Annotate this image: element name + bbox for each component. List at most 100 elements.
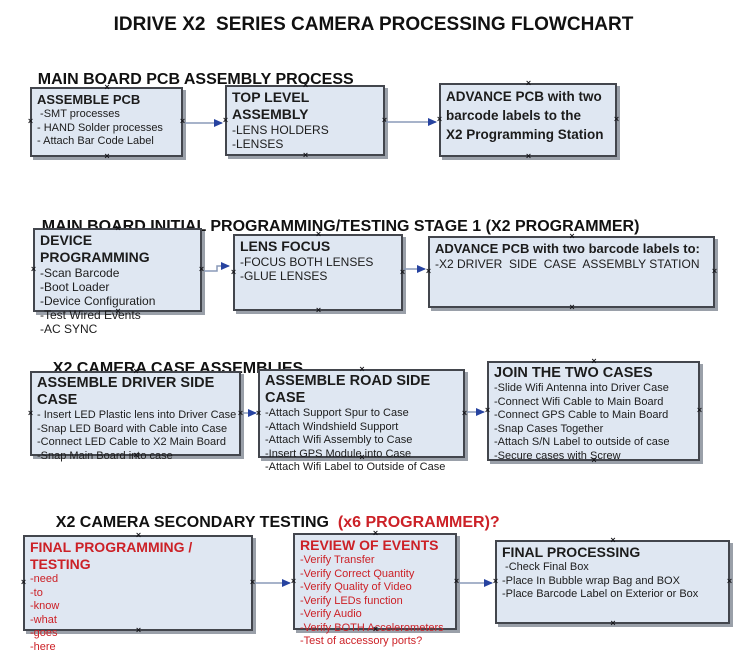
box-final-programming-testing[interactable]: × × × × FINAL PROGRAMMING / TESTING -nee… [21,531,255,653]
connection-point-icon: × [30,264,37,274]
connection-point-icon: × [696,405,703,415]
box-title: FINAL PROGRAMMING / TESTING [30,539,193,572]
box-line: -Check Final Box [502,561,589,573]
box-line: -Secure cases with Screw [494,449,621,462]
box-line: -Boot Loader [40,280,110,294]
connection-point-icon: × [179,116,186,126]
box-advance-pcb-programming-station[interactable]: × × × × ADVANCE PCB with two barcode lab… [437,79,619,161]
section-heading-red-text: (x6 PROGRAMMER)? [337,514,500,531]
connection-point-icon: × [569,302,575,312]
box-line: -Verify LEDs function [300,594,403,607]
box-line: -Insert GPS Module into Case [265,447,412,460]
connection-point-icon: × [610,618,616,628]
connection-point-icon: × [290,575,297,586]
box-title: ASSEMBLE DRIVER SIDE CASE [37,375,215,408]
connection-point-icon: × [302,150,309,160]
connection-point-icon: × [27,116,34,126]
connection-point-icon: × [525,151,532,161]
box-title: DEVICE PROGRAMMING [40,232,150,265]
box-line: -Attach Support Spur to Case [265,407,409,419]
box-line: -X2 DRIVER SIDE CASE ASSEMBLY STATION [435,257,700,271]
box-line: -LENS HOLDERS [232,123,329,137]
box-line: -to [30,586,43,599]
box-title: TOP LEVEL ASSEMBLY [232,89,310,122]
box-line: -Attach Windshield Support [265,420,399,433]
connection-point-icon: × [230,266,237,277]
box-line: -Connect GPS Cable to Main Board [494,409,669,421]
box-assemble-driver-side-case[interactable]: × × × × ASSEMBLE DRIVER SIDE CASE - Inse… [28,367,243,462]
connection-point-icon: × [711,266,718,276]
connection-point-icon: × [249,577,256,587]
box-line: -know [30,600,60,612]
box-line: - HAND Solder processes [37,121,163,134]
box-line: -Connect LED Cable to X2 Main Board [37,436,226,448]
section-heading-secondary-testing: X2 CAMERA SECONDARY TESTING (x6 PROGRAMM… [38,496,500,550]
box-assemble-road-side-case[interactable]: × × × × ASSEMBLE ROAD SIDE CASE -Attach … [256,365,467,474]
box-title: REVIEW OF EVENTS [300,537,439,553]
box-line: -GLUE LENSES [240,269,328,283]
box-line: -Scan Barcode [40,266,120,280]
section-heading-pcb-assembly: MAIN BOARD PCB ASSEMBLY PROCESS [20,53,354,107]
box-device-programming[interactable]: × × × × DEVICE PROGRAMMING -Scan Barcode… [31,224,204,337]
connection-point-icon: × [104,151,110,161]
box-join-the-two-cases[interactable]: × × × × JOIN THE TWO CASES -Slide Wifi A… [485,357,702,465]
section-heading-text: X2 CAMERA SECONDARY TESTING [55,514,338,531]
box-line: -Verify Correct Quantity [300,567,415,580]
connection-point-icon: × [425,266,432,276]
box-line: -Attach Wifi Assembly to Case [265,434,413,446]
box-title: ASSEMBLE PCB [37,92,141,107]
box-lens-focus[interactable]: × × × × LENS FOCUS -FOCUS BOTH LENSES -G… [231,230,405,315]
box-line: -here [30,640,56,653]
box-line: -Snap Main Board into case [37,449,173,462]
connection-point-icon: × [255,407,262,418]
box-line: -Verify Quality of Video [300,581,412,593]
connection-point-icon: × [453,575,460,586]
connection-point-icon: × [399,266,406,277]
box-line: -Place In Bubble wrap Bag and BOX [502,574,680,587]
connection-point-icon: × [492,576,499,586]
page-title: IDRIVE X2 SERIES CAMERA PROCESSING FLOWC… [113,14,634,35]
box-line: -need [30,573,59,585]
connection-point-icon: × [222,114,229,125]
connection-point-icon: × [726,576,733,586]
connection-point-icon: × [484,405,491,415]
box-line: -FOCUS BOTH LENSES [240,255,374,269]
box-title: ADVANCE PCB with two barcode labels to: [435,241,700,256]
box-line: -Test of accessory ports? [300,635,423,647]
box-title: ADVANCE PCB with two barcode labels to t… [446,89,604,142]
box-line: -Test Wired Events [40,308,141,322]
box-line: -Verify Transfer [300,554,375,566]
box-title: LENS FOCUS [240,238,331,254]
box-line: -LENSES [232,137,284,151]
box-assemble-pcb[interactable]: × × × × ASSEMBLE PCB -SMT processes - HA… [28,83,185,161]
section-heading-text: MAIN BOARD PCB ASSEMBLY PROCESS [37,71,354,88]
box-top-level-assembly[interactable]: × × × × TOP LEVEL ASSEMBLY -LENS HOLDERS… [223,81,387,160]
box-line: -goes [30,627,58,639]
connection-point-icon: × [237,407,244,418]
box-line: -AC SYNC [40,322,98,336]
box-line: -Device Configuration [40,294,156,308]
connector-arrow-3 [204,262,230,272]
connection-point-icon: × [27,407,34,418]
box-line: -Verify Audio [300,608,362,620]
connection-point-icon: × [461,407,468,418]
box-line: -Snap LED Board with Cable into Case [37,422,228,435]
box-line: -SMT processes [37,108,120,120]
box-title: ASSEMBLE ROAD SIDE CASE [265,373,431,406]
box-final-processing[interactable]: × × × × FINAL PROCESSING -Check Final Bo… [493,536,732,628]
box-advance-pcb-driver-side-station[interactable]: × × × × ADVANCE PCB with two barcode lab… [426,232,717,312]
box-line: -Attach Wifi Label to Outside of Case [265,461,446,473]
box-line: - Attach Bar Code Label [37,135,154,147]
connection-point-icon: × [198,264,205,274]
box-line: -what [30,613,57,626]
connection-point-icon: × [436,114,443,124]
box-line: -Slide Wifi Antenna into Driver Case [494,382,669,394]
box-line: -Connect Wifi Cable to Main Board [494,395,664,408]
box-line: -Attach S/N Label to outside of case [494,436,670,448]
box-review-of-events[interactable]: × × × × REVIEW OF EVENTS -Verify Transfe… [291,529,459,648]
box-title: FINAL PROCESSING [502,544,641,560]
box-line: -Verify BOTH Accelerometers [300,621,444,634]
connection-point-icon: × [381,114,388,125]
connection-point-icon: × [613,114,620,124]
